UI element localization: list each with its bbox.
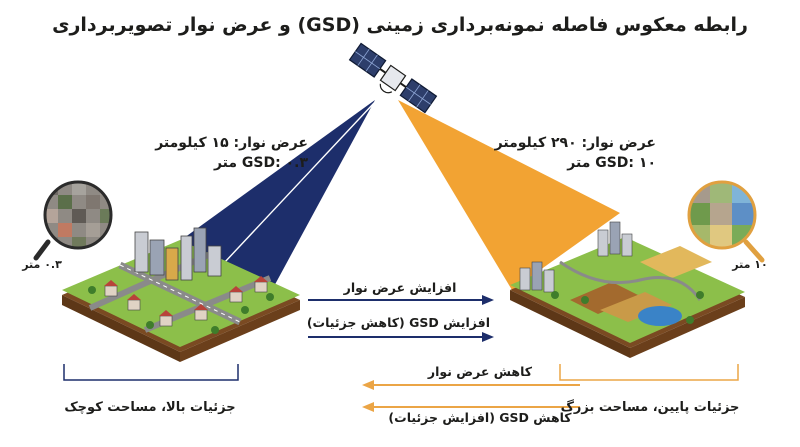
- high-detail-city-tile: [62, 227, 300, 362]
- right-gsd-label: GSD: ۱۰ متر: [567, 155, 656, 171]
- left-bottom-label: جزئیات بالا، مساحت کوچک: [64, 400, 236, 415]
- increase-gsd-label: افزایش GSD (کاهش جزئیات): [306, 315, 490, 330]
- high-detail-magnifier-icon: [33, 180, 113, 261]
- arrow-increase-swath: [308, 295, 494, 305]
- narrow-beam-navy: [177, 100, 375, 290]
- right-lens-label: ۱۰ متر: [732, 258, 768, 271]
- increase-swath-label: افزایش عرض نوار: [343, 280, 457, 295]
- diagram-title: رابطه معکوس فاصله نمونه‌برداری زمینی (GS…: [52, 14, 748, 36]
- arrow-decrease-swath: [362, 380, 580, 390]
- left-lens-label: ۰.۳ متر: [22, 258, 62, 271]
- right-swath-label: عرض نوار: ۲۹۰ کیلومتر: [494, 135, 656, 151]
- right-bottom-label: جزئیات پایین، مساحت بزرگ: [560, 400, 740, 415]
- decrease-swath-label: کاهش عرض نوار: [427, 364, 533, 379]
- left-gsd-label: GSD: ۰.۳ متر: [213, 155, 308, 171]
- decrease-gsd-label: کاهش GSD (افزایش جزئیات): [388, 410, 572, 425]
- right-area-bracket: [559, 364, 739, 381]
- arrow-decrease-gsd: [362, 402, 580, 412]
- left-area-bracket: [63, 364, 239, 381]
- wide-beam-orange: [398, 100, 620, 290]
- left-swath-label: عرض نوار: ۱۵ کیلومتر: [155, 135, 308, 151]
- satellite-icon: [348, 42, 438, 114]
- narrow-beam-center-line: [223, 102, 375, 264]
- low-detail-landscape-tile: [510, 221, 745, 358]
- arrow-increase-gsd: [308, 332, 494, 342]
- low-detail-magnifier-icon: [687, 180, 765, 263]
